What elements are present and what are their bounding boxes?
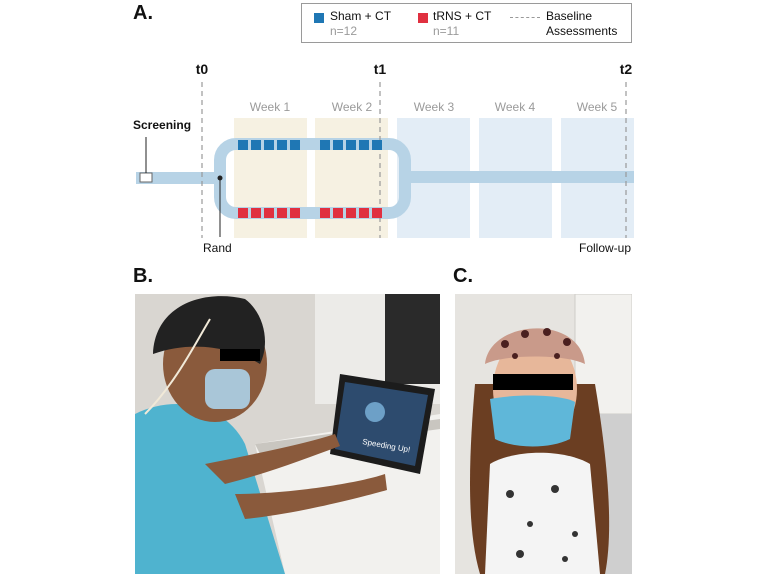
week-label-1: Week 1 — [250, 100, 291, 114]
photo-c-sweater-spots — [506, 485, 578, 562]
trns-session-w1-3 — [264, 208, 274, 218]
session-squares — [238, 140, 382, 218]
screening-box — [139, 172, 153, 183]
rand-label: Rand — [203, 241, 232, 255]
legend-trns-label: tRNS + CT — [433, 9, 492, 23]
trns-session-w2-1 — [320, 208, 330, 218]
photo-b-child-arm — [205, 434, 340, 484]
screening-label: Screening — [133, 118, 191, 132]
photo-c-electrodes — [501, 328, 571, 359]
t2-label: t2 — [620, 61, 633, 77]
sham-session-w1-2 — [251, 140, 261, 150]
photo-b-monitor — [385, 294, 440, 384]
track-stem — [136, 172, 216, 184]
legend-sham-n: n=12 — [330, 24, 358, 38]
legend-trns-n: n=11 — [433, 24, 460, 38]
t1-label: t1 — [374, 61, 387, 77]
week-1-block — [234, 118, 307, 238]
sham-session-w2-3 — [346, 140, 356, 150]
photo-c-sweater — [485, 452, 600, 574]
legend-baseline-line1: Baseline — [546, 9, 593, 23]
sham-session-w1-4 — [277, 140, 287, 150]
photo-b: Speeding Up! — [135, 294, 440, 574]
photo-c — [455, 294, 632, 574]
legend-baseline-line2: Assessments — [546, 24, 618, 38]
legend-baseline-dash — [510, 17, 540, 18]
trns-session-w1-4 — [277, 208, 287, 218]
legend-sham-swatch — [314, 13, 324, 23]
follow-up-label: Follow-up — [579, 241, 631, 255]
sham-session-w1-3 — [264, 140, 274, 150]
week-2-block — [315, 118, 388, 238]
photo-b-child-shirt — [135, 404, 285, 574]
legend: Sham + CT n=12 tRNS + CT n=11 Baseline A… — [301, 3, 632, 43]
sham-session-w2-2 — [333, 140, 343, 150]
photo-b-eye-bar — [220, 349, 260, 361]
trns-session-w1-1 — [238, 208, 248, 218]
trns-session-w2-2 — [333, 208, 343, 218]
photo-b-tablet: Speeding Up! — [330, 374, 435, 474]
trns-session-w1-2 — [251, 208, 261, 218]
legend-sham-label: Sham + CT — [330, 9, 392, 23]
photo-b-cable — [144, 318, 211, 415]
sham-session-w1-1 — [238, 140, 248, 150]
t0-label: t0 — [196, 61, 209, 77]
photo-b-child-arm-lower — [235, 474, 387, 519]
week-label-2: Week 2 — [332, 100, 373, 114]
track-followup — [405, 171, 634, 183]
legend-trns-swatch — [418, 13, 428, 23]
photo-b-eeg-cap — [153, 296, 265, 364]
sham-session-w2-5 — [372, 140, 382, 150]
sham-session-w2-4 — [359, 140, 369, 150]
week-label-5: Week 5 — [577, 100, 618, 114]
photo-c-face-mask — [490, 395, 575, 447]
timeline-diagram: Week 1 Week 2 Week 3 Week 4 Week 5 Scree… — [133, 61, 634, 255]
photo-c-eeg-cap — [485, 328, 585, 364]
trns-session-w1-5 — [290, 208, 300, 218]
week-label-4: Week 4 — [495, 100, 536, 114]
sham-session-w2-1 — [320, 140, 330, 150]
panel-label-a: A. — [133, 2, 153, 24]
trns-session-w2-5 — [372, 208, 382, 218]
trns-session-w2-3 — [346, 208, 356, 218]
photo-b-face-mask — [205, 369, 250, 409]
trns-session-w2-4 — [359, 208, 369, 218]
panel-label-c: C. — [453, 265, 473, 287]
week-label-3: Week 3 — [414, 100, 455, 114]
sham-session-w1-5 — [290, 140, 300, 150]
photo-c-eye-bar — [493, 374, 573, 390]
panel-label-b: B. — [133, 265, 153, 287]
